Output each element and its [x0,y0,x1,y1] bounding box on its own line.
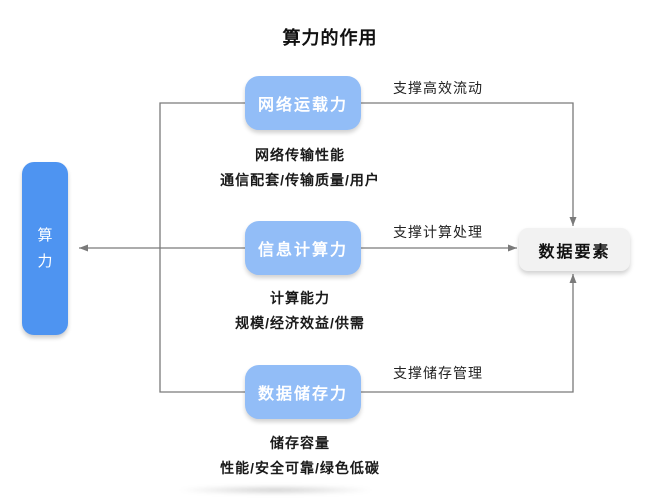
arrow-label-storage-management: 支撑储存管理 [393,365,483,381]
desc-computing: 计算能力 规模/经济效益/供需 [150,286,450,336]
desc-network-line2: 通信配套/传输质量/用户 [220,172,380,188]
desc-storage: 储存容量 性能/安全可靠/绿色低碳 [150,431,450,481]
arrow-label-efficient-flow: 支撑高效流动 [393,80,483,96]
node-data-elements: 数据要素 [519,228,630,271]
bottom-page-shadow [178,486,373,494]
node-data-storage: 数据储存力 [245,365,361,419]
desc-storage-line1: 储存容量 [270,435,330,451]
node-information-computing-label: 信息计算力 [257,242,348,259]
page-title: 算力的作用 [282,28,378,48]
desc-storage-line2: 性能/安全可靠/绿色低碳 [220,460,380,476]
desc-network-line1: 网络传输性能 [255,147,345,163]
desc-computing-line1: 计算能力 [270,290,330,306]
desc-computing-line2: 规模/经济效益/供需 [235,315,365,331]
node-network-capacity: 网络运载力 [245,76,361,130]
node-data-storage-label: 数据储存力 [257,386,348,403]
node-computing-power-label: 算力 [37,227,53,270]
arrow-label-computing-processing: 支撑计算处理 [393,224,483,240]
node-information-computing: 信息计算力 [245,221,361,275]
node-data-elements-label: 数据要素 [538,243,611,261]
desc-network: 网络传输性能 通信配套/传输质量/用户 [150,143,450,193]
node-network-capacity-label: 网络运载力 [257,97,348,114]
node-computing-power: 算力 [22,162,68,335]
